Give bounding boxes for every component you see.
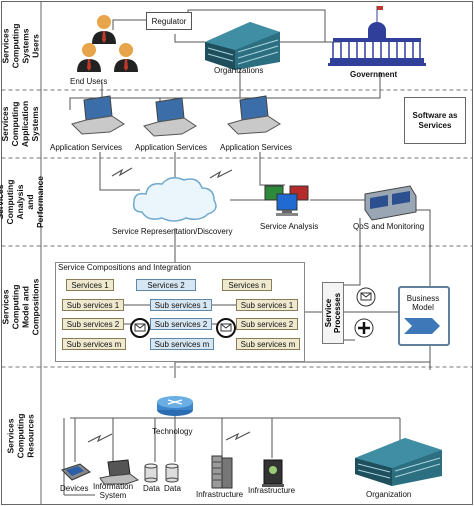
infrastructure-label-1: Infrastructure bbox=[196, 490, 244, 499]
sub-services-box: Sub services m bbox=[62, 338, 126, 350]
application-services-label-1: Application Services bbox=[50, 143, 123, 152]
service-analysis-label: Service Analysis bbox=[260, 222, 319, 231]
infrastructure-label-2: Infrastructure bbox=[248, 486, 296, 495]
sub-services-box: Sub services 1 bbox=[150, 299, 212, 311]
band-separators bbox=[1, 89, 473, 368]
regulator-box: Regulator bbox=[146, 12, 192, 30]
devices-label: Devices bbox=[60, 484, 89, 493]
composition-title: Service Compositions and Integration bbox=[58, 263, 191, 272]
services-1-box: Services 1 bbox=[66, 279, 114, 291]
business-model-label: Business Model bbox=[406, 294, 440, 312]
sub-services-box: Sub services 1 bbox=[236, 299, 298, 311]
server-rack-icon bbox=[211, 455, 233, 489]
sub-services-box: Sub services m bbox=[150, 338, 214, 350]
business-model-box bbox=[398, 286, 450, 346]
services-n-box: Services n bbox=[222, 279, 272, 291]
data-label-1: Data bbox=[143, 484, 160, 493]
envelope-icon bbox=[216, 318, 236, 338]
qos-monitoring-label: QoS and Monitoring bbox=[353, 222, 425, 231]
person-icon bbox=[77, 43, 101, 72]
sub-services-box: Sub services 2 bbox=[62, 318, 124, 330]
database-icon bbox=[144, 463, 158, 483]
envelope-icon bbox=[130, 318, 150, 338]
services-2-box: Services 2 bbox=[136, 279, 196, 291]
organizations-label: Organizations bbox=[214, 66, 264, 75]
software-as-services-box: Software as Services bbox=[404, 97, 466, 144]
application-services-label-3: Application Services bbox=[220, 143, 293, 152]
laptop-icon bbox=[71, 95, 125, 135]
server-rack-icon bbox=[262, 459, 284, 487]
technology-label: Technology bbox=[152, 427, 193, 436]
sub-services-box: Sub services 2 bbox=[150, 318, 212, 330]
person-icon bbox=[92, 15, 116, 44]
information-system-label: Information System bbox=[93, 482, 134, 500]
government-label: Government bbox=[350, 70, 398, 79]
sub-services-box: Sub services 1 bbox=[62, 299, 124, 311]
sub-services-box: Sub services m bbox=[236, 338, 300, 350]
envelope-icon bbox=[356, 287, 376, 307]
data-label-2: Data bbox=[164, 484, 181, 493]
end-users-label: End Users bbox=[70, 77, 108, 86]
application-services-label-2: Application Services bbox=[135, 143, 208, 152]
person-icon bbox=[114, 43, 138, 72]
service-processes-box: Service Processes bbox=[322, 282, 344, 344]
database-icon bbox=[165, 463, 179, 483]
wireless-bolts bbox=[87, 167, 251, 443]
organization-label: Organization bbox=[366, 490, 412, 499]
service-representation-label: Service Representation/Discovery bbox=[112, 227, 233, 236]
plus-gateway-icon bbox=[354, 318, 374, 338]
laptop-icon bbox=[143, 97, 197, 137]
sub-services-box: Sub services 2 bbox=[236, 318, 298, 330]
laptop-icon bbox=[227, 95, 281, 135]
